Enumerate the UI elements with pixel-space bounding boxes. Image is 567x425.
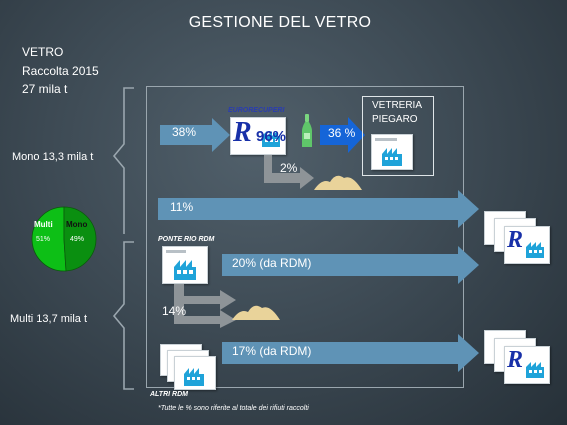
pie-mono-pct: 49% [70,236,85,243]
eurorecuperi-card: R [230,117,286,155]
arrow-38-label: 38% [172,125,197,139]
dest-logo-letter: R [507,347,524,373]
page-title: GESTIONE DEL VETRO [188,14,372,31]
arrow-11 [158,190,479,228]
eurorecuperi-percent: 96% [256,128,287,145]
arrow-17-label: 17% (da RDM) [232,344,312,358]
glass-bottle-icon [302,114,312,147]
pie-mono-label: Mono [66,220,88,229]
dest-card-top-3: R [504,226,550,264]
pie-multi-label: Multi [34,220,53,229]
vetreria-card [371,134,413,170]
pie-multi-pct: 51% [36,236,51,243]
eurorecuperi-label: EURORECUPERI [228,107,285,114]
pie-chart [31,206,97,272]
factory-icon [526,242,544,258]
vetro-label: VETRO [22,45,64,59]
process-frame [146,86,464,388]
arrow-20-label: 20% (da RDM) [232,256,312,270]
total-quantity: 27 mila t [22,82,68,96]
raccolta-label: Raccolta 2015 [22,64,99,78]
arrow-11-label: 11% [170,200,194,214]
arrow-36 [320,117,365,153]
card-header-bar [166,250,186,253]
arrow-20 [222,246,479,284]
vetreria-label: VETRERIA [372,100,423,111]
factory-icon [382,148,402,166]
factory-icon [526,362,544,378]
ponte-rio-card [162,246,208,284]
factory-icon [184,368,204,386]
arrow-36-label: 36 % [328,126,356,140]
altri-rdm-card-3 [174,356,216,390]
pie-slice-mono [63,206,97,272]
vetreria-box [362,96,434,176]
glass-pile-icon [232,305,280,320]
arrow-2-label: 2% [280,161,298,175]
ponte-rio-label: PONTE RIO RDM [158,236,215,243]
arrow-14-label: 14% [162,304,187,318]
factory-icon [174,260,196,280]
arrow-38 [160,118,230,152]
arrow-17 [222,334,479,372]
factory-icon [262,131,280,147]
card-header-bar [375,138,397,141]
dest-logo-letter: R [507,227,524,253]
glass-pile-icon [314,175,362,190]
eurorecuperi-logo-letter: R [233,117,252,148]
altri-rdm-label: ALTRI RDM [150,391,188,398]
multi-quantity-label: Multi 13,7 mila t [10,313,88,325]
group-braces [112,87,134,390]
mono-quantity-label: Mono 13,3 mila t [12,151,94,163]
piegaro-label: PIEGARO [372,114,418,125]
pie-slice-multi [31,206,67,272]
footnote: *Tutte le % sono riferite al totale dei … [158,405,309,412]
dest-card-bottom-3: R [504,346,550,384]
arrow-14 [174,284,236,328]
arrow-2 [264,155,314,189]
